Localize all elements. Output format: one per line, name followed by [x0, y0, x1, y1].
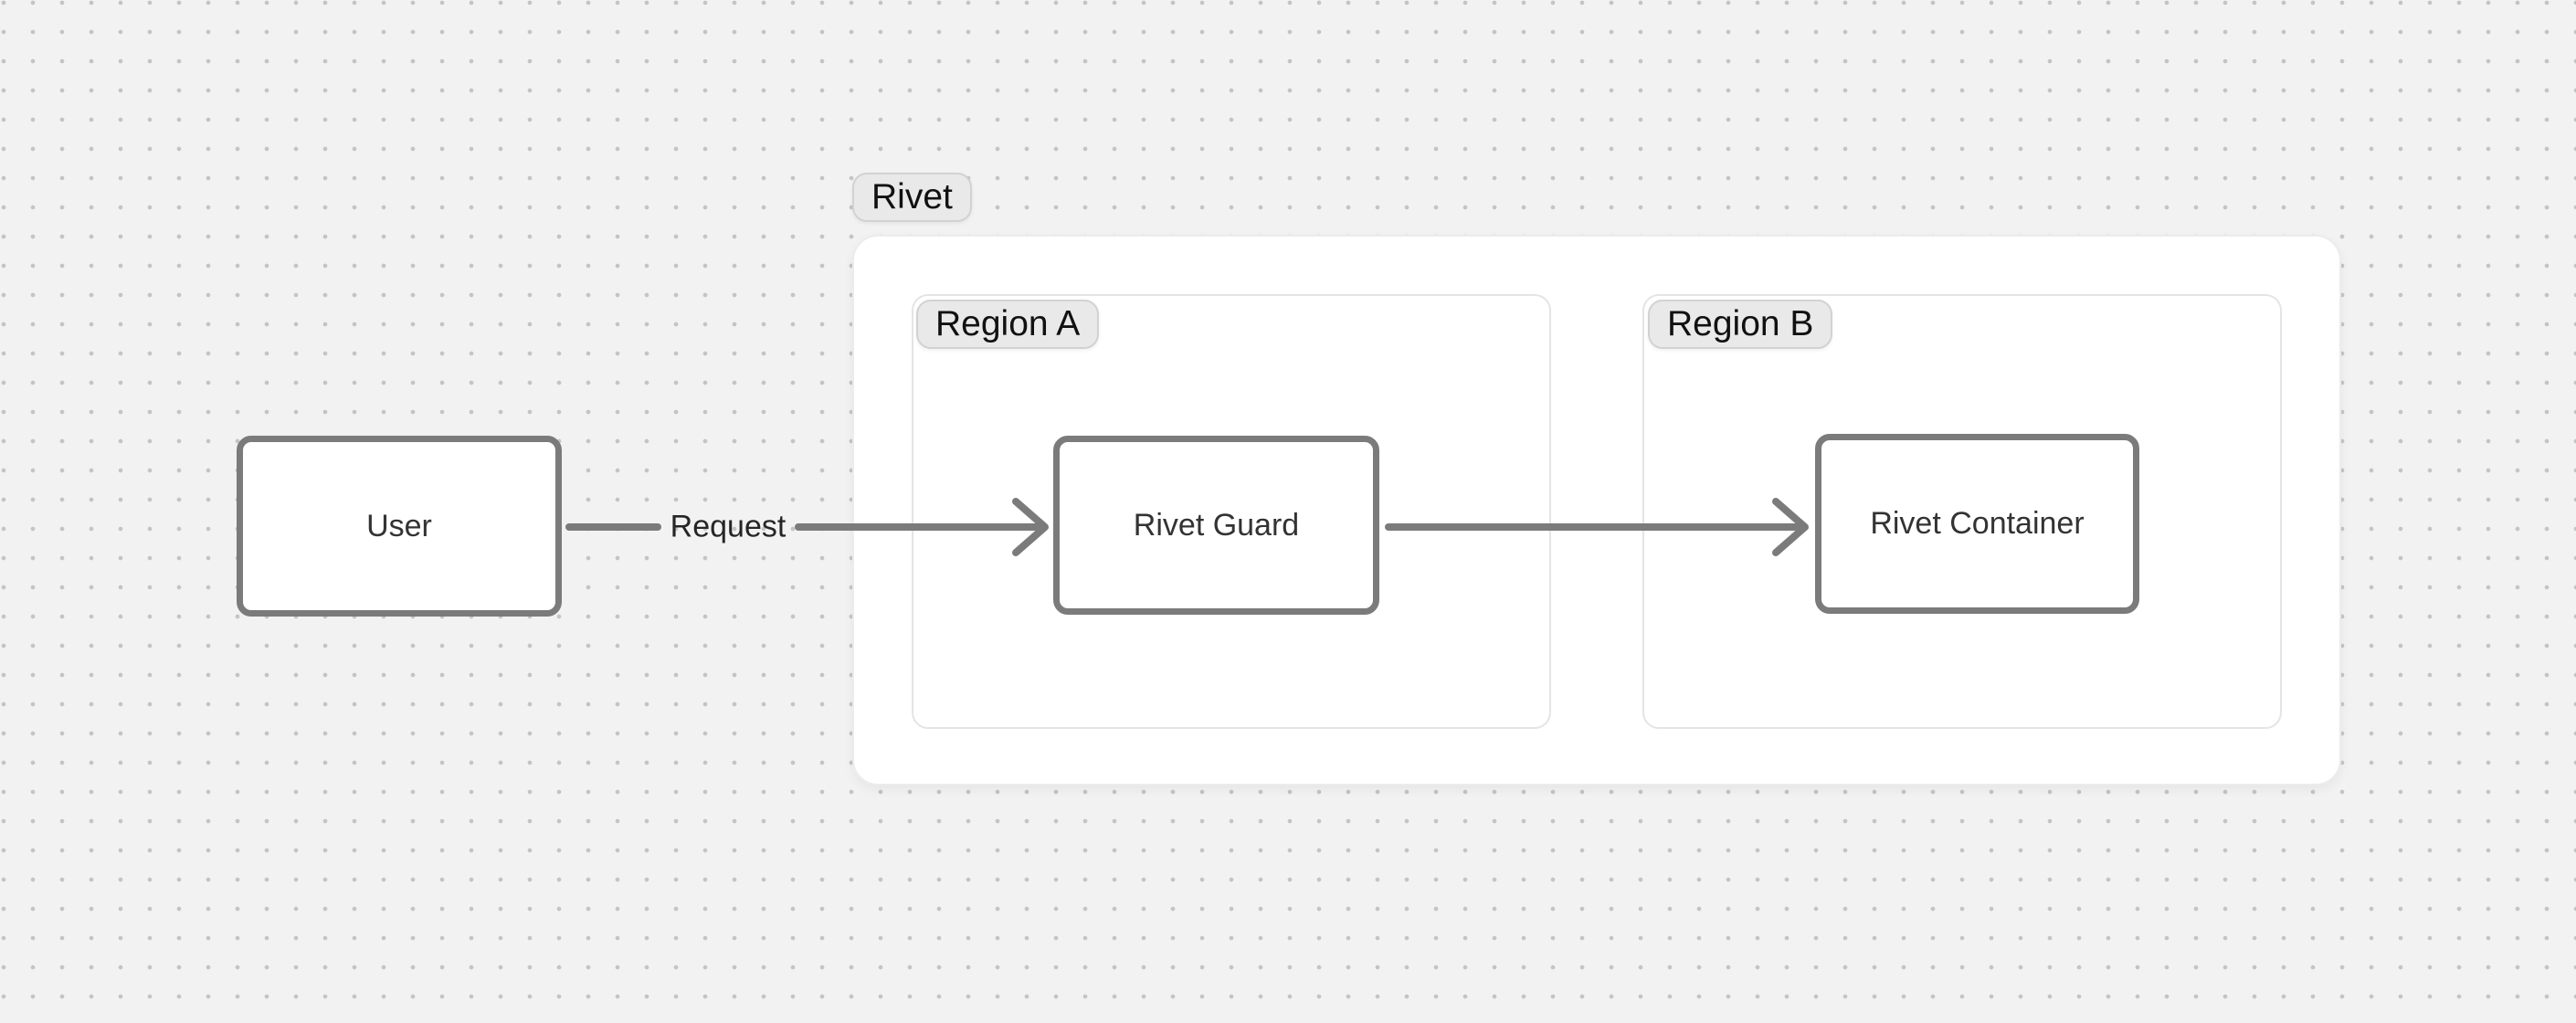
group-label-rivet-text: Rivet [871, 177, 953, 216]
node-rivet-container-label: Rivet Container [1870, 506, 2085, 541]
region-a-label-text: Region A [935, 304, 1081, 343]
node-user-label: User [366, 508, 432, 543]
group-label-rivet: Rivet [852, 173, 972, 222]
node-user: User [237, 436, 562, 617]
region-b-label: Region B [1648, 300, 1833, 349]
node-rivet-guard-label: Rivet Guard [1133, 507, 1300, 543]
region-a-label: Region A [916, 300, 1100, 349]
node-rivet-container: Rivet Container [1815, 434, 2139, 614]
edge-label-request: Request [670, 509, 787, 544]
region-b-label-text: Region B [1667, 304, 1814, 343]
node-rivet-guard: Rivet Guard [1053, 436, 1379, 615]
